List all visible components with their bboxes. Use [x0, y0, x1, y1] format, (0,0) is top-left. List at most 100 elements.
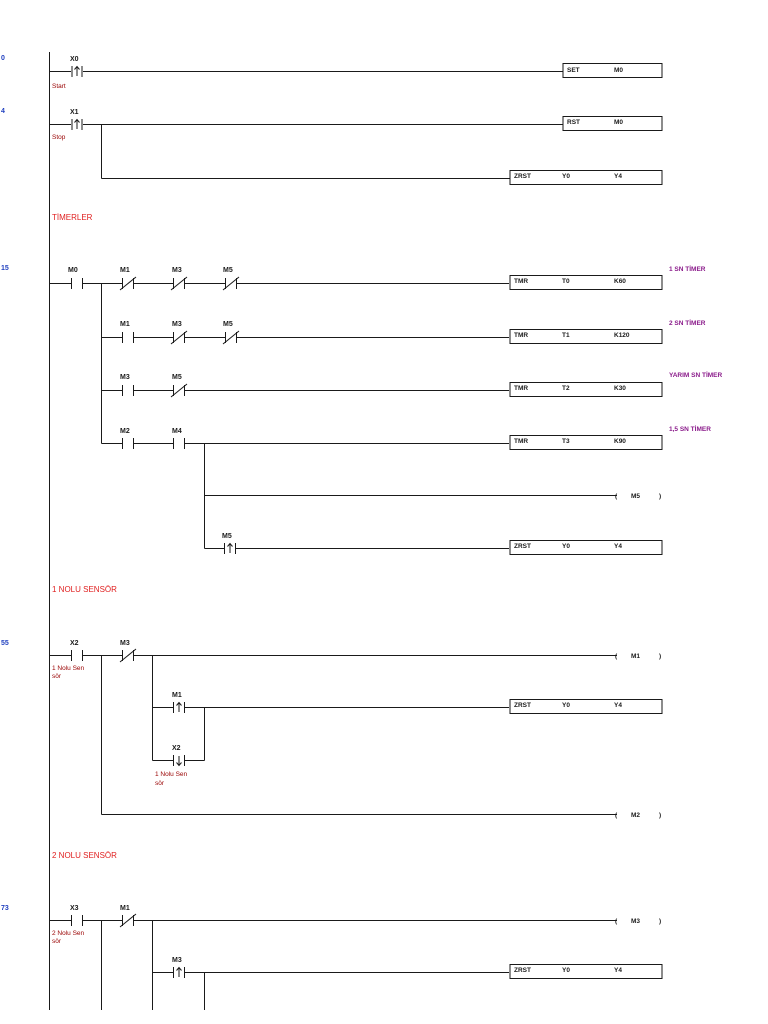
contact-label: M5	[223, 267, 233, 274]
svg-text:T1: T1	[562, 332, 570, 339]
timer-note: 1,5 SN TİMER	[669, 425, 711, 433]
instruction-box: TMR T0 K60	[509, 275, 663, 290]
no-contact-icon	[122, 438, 134, 449]
svg-text:Y0: Y0	[562, 702, 570, 709]
step-number: 15	[1, 265, 9, 272]
svg-text:T3: T3	[562, 438, 570, 445]
contact-label: M1	[120, 321, 130, 328]
svg-text:): )	[659, 918, 661, 925]
instruction-box: ZRST Y0 Y4	[509, 540, 663, 555]
no-contact-icon	[71, 278, 83, 289]
rung-15: M0 M1 M3 M5 TMR T0 K60 1 SN TİMER M1 M3 …	[50, 265, 723, 555]
contact-comment: sör	[155, 780, 165, 787]
step-number: 0	[1, 55, 5, 62]
svg-text:Y4: Y4	[614, 173, 622, 180]
svg-text:M3: M3	[631, 918, 640, 925]
contact-comment: 2 Nolu Sen	[52, 930, 85, 937]
svg-text:K120: K120	[614, 332, 630, 339]
timer-note: 1 SN TİMER	[669, 265, 706, 273]
step-number: 73	[1, 905, 9, 912]
svg-text:TMR: TMR	[514, 278, 528, 285]
nc-contact-icon	[170, 330, 188, 345]
svg-text:(: (	[615, 653, 618, 660]
svg-text:T0: T0	[562, 278, 570, 285]
instruction-box: TMR T3 K90	[509, 435, 663, 450]
rising-edge-contact-icon	[224, 542, 236, 554]
no-contact-icon	[71, 915, 83, 926]
section-title: 1 NOLU SENSÖR	[52, 585, 117, 594]
rising-edge-contact-icon	[71, 65, 83, 77]
contact-comment: 1 Nolu Sen	[52, 665, 85, 672]
svg-text:ZRST: ZRST	[514, 543, 531, 550]
svg-text:TMR: TMR	[514, 385, 528, 392]
rung-4: X1 Stop RST M0 ZRST Y0 Y4	[50, 109, 663, 185]
contact-label: M3	[172, 957, 182, 964]
contact-label: X2	[70, 640, 79, 647]
svg-text:Y0: Y0	[562, 543, 570, 550]
no-contact-icon	[173, 438, 185, 449]
svg-text:TMR: TMR	[514, 438, 528, 445]
rising-edge-contact-icon	[173, 966, 185, 978]
contact-label: M3	[172, 321, 182, 328]
svg-text:Y4: Y4	[614, 702, 622, 709]
nc-contact-icon	[119, 913, 137, 928]
contact-label: X1	[70, 109, 79, 116]
svg-text:SET: SET	[567, 67, 580, 74]
contact-label: X0	[70, 56, 79, 63]
contact-label: M3	[172, 267, 182, 274]
instruction-box: SET M0	[562, 63, 663, 78]
svg-text:ZRST: ZRST	[514, 702, 531, 709]
svg-text:Y4: Y4	[614, 967, 622, 974]
svg-text:Y0: Y0	[562, 173, 570, 180]
svg-text:M0: M0	[614, 67, 623, 74]
output-coil: ( M5 )	[615, 493, 661, 500]
section-title: 2 NOLU SENSÖR	[52, 851, 117, 860]
instruction-box: TMR T2 K30	[509, 382, 663, 397]
contact-label: M4	[172, 428, 182, 435]
contact-label: M0	[68, 267, 78, 274]
svg-text:ZRST: ZRST	[514, 967, 531, 974]
nc-contact-icon	[222, 330, 240, 345]
contact-label: X2	[172, 745, 181, 752]
svg-text:Y0: Y0	[562, 967, 570, 974]
contact-label: M5	[222, 533, 232, 540]
no-contact-icon	[122, 385, 134, 396]
instruction-box: ZRST Y0 Y4	[509, 699, 663, 714]
output-coil: ( M3 )	[615, 918, 661, 925]
svg-text:T2: T2	[562, 385, 570, 392]
timer-note: YARIM SN TİMER	[669, 371, 723, 379]
output-coil: ( M1 )	[615, 653, 661, 660]
svg-text:K60: K60	[614, 278, 626, 285]
step-number: 4	[1, 108, 5, 115]
no-contact-icon	[122, 332, 134, 343]
rising-edge-contact-icon	[71, 118, 83, 130]
falling-edge-contact-icon	[173, 755, 185, 767]
svg-text:M0: M0	[614, 119, 623, 126]
svg-text:(: (	[615, 918, 618, 925]
rung-0: X0 Start SET M0	[50, 56, 663, 90]
svg-text:): )	[659, 653, 661, 660]
nc-contact-icon	[222, 276, 240, 291]
contact-comment: Start	[52, 83, 66, 90]
contact-comment: 1 Nolu Sen	[155, 771, 188, 778]
svg-text:M1: M1	[631, 653, 640, 660]
svg-text:M2: M2	[631, 812, 640, 819]
contact-comment: sör	[52, 938, 62, 945]
contact-label: X3	[70, 905, 79, 912]
contact-label: M1	[172, 692, 182, 699]
rung-55: X2 M3 1 Nolu Sen sör ( M1 ) ( M2 ) M1	[50, 640, 663, 819]
svg-text:): )	[659, 812, 661, 819]
instruction-box: ZRST Y0 Y4	[509, 964, 663, 979]
svg-text:K30: K30	[614, 385, 626, 392]
contact-label: M5	[223, 321, 233, 328]
contact-label: M2	[120, 428, 130, 435]
nc-contact-icon	[119, 276, 137, 291]
rung-73: X3 M1 2 Nolu Sen sör ( M3 ) M3 ZRST Y0 Y…	[50, 905, 663, 1010]
nc-contact-icon	[119, 648, 137, 663]
contact-label: M5	[172, 374, 182, 381]
contact-label: M1	[120, 267, 130, 274]
instruction-box: ZRST Y0 Y4	[509, 170, 663, 185]
svg-text:M5: M5	[631, 493, 640, 500]
no-contact-icon	[71, 650, 83, 661]
